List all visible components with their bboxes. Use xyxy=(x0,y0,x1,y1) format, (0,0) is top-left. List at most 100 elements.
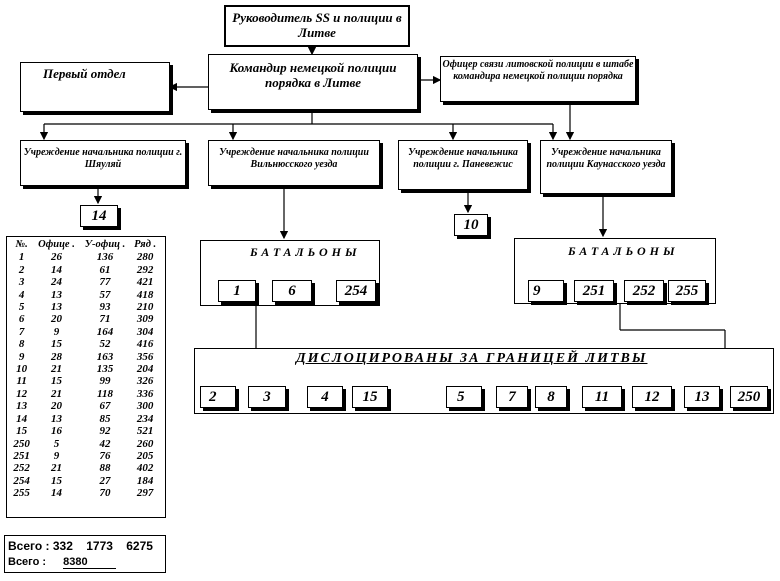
stats-cell-officers: 9 xyxy=(53,325,60,338)
stats-cell-num: 8 xyxy=(18,338,25,351)
stats-cell-num: 5 xyxy=(18,301,25,314)
stats-cell-nco: 77 xyxy=(99,276,111,289)
stats-cell-officers: 15 xyxy=(51,338,62,351)
stats-cell-nco: 57 xyxy=(99,288,111,301)
stats-cell-privates: 304 xyxy=(136,325,154,338)
battalion-6-label: 6 xyxy=(288,282,296,299)
stats-cell-nco: 135 xyxy=(96,363,114,376)
stats-cell-privates: 356 xyxy=(136,350,154,363)
totals-box xyxy=(4,535,166,573)
totals-line-2-label: Всего : xyxy=(8,556,47,568)
stats-cell-officers: 13 xyxy=(51,412,62,425)
stats-cell-privates: 184 xyxy=(136,474,154,487)
stats-cell-num: 11 xyxy=(16,375,27,388)
stats-cell-officers: 26 xyxy=(51,251,62,264)
stats-cell-nco: 118 xyxy=(97,387,113,400)
stats-cell-privates: 309 xyxy=(136,313,154,326)
battalion-9-label: 9 xyxy=(533,282,541,299)
stats-cell-nco: 136 xyxy=(96,251,114,264)
battalion-255: 255 xyxy=(668,280,706,302)
stats-row: 6 20 71 309 xyxy=(10,313,160,325)
stats-cell-officers: 24 xyxy=(51,276,62,289)
stats-cell-privates: 210 xyxy=(136,301,154,314)
abroad-battalion-2: 2 xyxy=(200,386,236,408)
stats-cell-num: 250 xyxy=(13,437,30,450)
stats-cell-officers: 21 xyxy=(51,363,62,376)
stats-cell-privates: 336 xyxy=(136,387,154,400)
battalion-252: 252 xyxy=(624,280,664,302)
first-dept-label: Первый отдел xyxy=(43,66,126,81)
stats-cell-nco: 164 xyxy=(96,325,114,338)
battalion-254-label: 254 xyxy=(344,282,368,299)
stats-cell-nco: 76 xyxy=(99,449,111,462)
stats-cell-nco: 67 xyxy=(99,400,111,413)
stats-cell-nco: 85 xyxy=(99,412,111,425)
branch-vilnius-box: Учреждение начальника полиции Вильнюсско… xyxy=(208,140,380,186)
stats-cell-nco: 88 xyxy=(99,462,111,475)
stats-cell-privates: 300 xyxy=(136,400,154,413)
commander-label: Командир немецкой полиции порядка в Литв… xyxy=(229,60,397,90)
stats-cell-nco: 61 xyxy=(99,263,111,276)
stats-cell-num: 255 xyxy=(13,487,30,500)
battalion-251-label: 251 xyxy=(582,282,606,299)
stats-cell-num: 3 xyxy=(18,276,25,289)
stats-cell-nco: 163 xyxy=(96,350,114,363)
abroad-battalion-250-label: 250 xyxy=(737,388,761,405)
stats-cell-officers: 5 xyxy=(53,437,60,450)
stats-cell-officers: 20 xyxy=(51,313,62,326)
battalion-255-label: 255 xyxy=(675,282,699,299)
stats-cell-num: 15 xyxy=(16,425,28,438)
abroad-battalion-5: 5 xyxy=(446,386,482,408)
stats-cell-nco: 71 xyxy=(99,313,111,326)
battalion-9: 9 xyxy=(528,280,564,302)
branch-shyauliai-label: Учреждение начальника полиции г. Шяуляй xyxy=(23,147,183,170)
ss-leader-box: Руководитель SS и полиции в Литве xyxy=(224,5,410,47)
stats-cell-privates: 234 xyxy=(136,412,154,425)
abroad-battalion-8: 8 xyxy=(535,386,567,408)
stats-cell-officers: 13 xyxy=(51,301,62,314)
stats-cell-privates: 292 xyxy=(136,263,154,276)
stats-cell-num: 252 xyxy=(13,462,30,475)
stats-cell-officers: 21 xyxy=(51,462,62,475)
stats-cell-nco: 70 xyxy=(99,487,111,500)
stats-cell-num: 2 xyxy=(18,263,25,276)
stats-cell-privates: 418 xyxy=(136,288,154,301)
stats-cell-officers: 16 xyxy=(51,425,62,438)
abroad-battalion-11-label: 11 xyxy=(594,388,610,405)
totals-line-2: Всего : 8380 xyxy=(8,556,116,569)
stats-cell-nco: 27 xyxy=(99,474,111,487)
abroad-battalion-2-label: 2 xyxy=(209,388,217,405)
battalion-10-label: 10 xyxy=(463,216,479,233)
stats-cell-nco: 42 xyxy=(99,437,111,450)
stats-cell-num: 14 xyxy=(16,412,28,425)
stats-cell-num: 6 xyxy=(18,313,25,326)
stats-cell-privates: 402 xyxy=(136,462,154,475)
abroad-battalion-3-label: 3 xyxy=(263,388,271,405)
totals-line-1: Всего : 332 1773 6275 xyxy=(8,539,153,553)
col-header-officers: Офице . xyxy=(38,239,75,250)
battalion-251: 251 xyxy=(574,280,614,302)
stats-cell-num: 1 xyxy=(18,251,25,264)
stats-cell-num: 251 xyxy=(13,449,30,462)
abroad-battalion-4-label: 4 xyxy=(321,388,329,405)
totals-line-2-value: 8380 xyxy=(63,556,116,569)
stats-row: 14 13 85 234 xyxy=(10,413,160,425)
abroad-battalion-15-label: 15 xyxy=(362,388,378,405)
stats-cell-num: 254 xyxy=(13,474,30,487)
stats-cell-privates: 326 xyxy=(136,375,154,388)
col-header-privates: Ряд . xyxy=(134,239,157,250)
stats-header-row: №. Офице . У-офиц . Ряд . xyxy=(10,239,160,251)
